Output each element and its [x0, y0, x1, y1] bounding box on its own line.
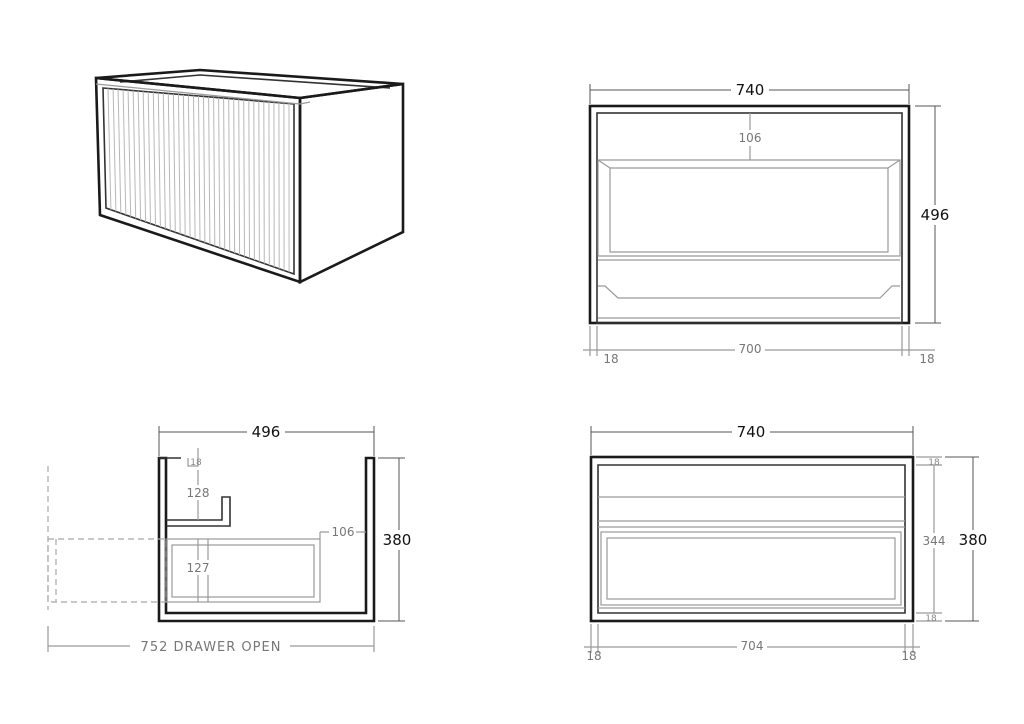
flute-line	[228, 98, 231, 252]
front-right-side-label: 18	[919, 352, 934, 366]
side-top-rail-label: 18	[190, 458, 202, 468]
flute-line	[142, 91, 147, 222]
front-inner-width-label: 700	[739, 342, 762, 356]
front-drawer-gap-label: 106	[739, 131, 762, 145]
flute-line	[243, 99, 245, 257]
flute-line	[248, 100, 250, 259]
flute-line	[218, 97, 221, 248]
plan-left-side-label: 18	[586, 649, 601, 663]
plan-inner-width-label: 704	[741, 639, 764, 653]
flute-line	[137, 90, 142, 221]
front-width-label: 740	[736, 81, 765, 99]
flute-line	[187, 95, 191, 238]
flute-line	[203, 96, 206, 243]
flute-line	[182, 94, 186, 236]
flute-line	[147, 91, 151, 224]
flute-line	[223, 98, 226, 250]
flute-line	[258, 101, 260, 262]
flute-line	[198, 95, 201, 242]
front-view: 740 106 496 700 18 18	[583, 80, 952, 366]
flute-line	[107, 88, 112, 210]
flute-line	[263, 101, 265, 264]
flute-line	[167, 93, 171, 231]
flute-line	[162, 93, 166, 229]
flute-line	[208, 96, 211, 245]
side-drawer-open-label: 752 DRAWER OPEN	[141, 640, 282, 655]
flute-line	[127, 90, 132, 217]
flute-line	[213, 97, 216, 247]
flute-line	[152, 92, 156, 226]
plan-view: 740 18 18 344 380 704 18 18	[584, 422, 991, 663]
isometric-view	[94, 68, 405, 285]
side-view: 496 18 128 127 106 380 752 DRAWER OPEN	[47, 422, 417, 655]
plan-width-label: 740	[737, 423, 766, 441]
plan-inner-height-label: 344	[923, 534, 946, 548]
side-upper-drawer-label: 128	[187, 486, 210, 500]
plan-bottom-panel-label: 18	[925, 614, 937, 624]
flute-line	[253, 100, 255, 261]
plan-top-panel-label: 18	[928, 458, 940, 468]
side-rail-offset-label: 106	[332, 525, 355, 539]
flute-line	[172, 93, 176, 233]
side-height-label: 380	[383, 531, 412, 549]
plan-height-label: 380	[959, 531, 988, 549]
flute-line	[233, 98, 236, 254]
plan-right-side-label: 18	[901, 649, 916, 663]
flute-line	[132, 90, 137, 219]
flute-line	[117, 89, 122, 214]
flute-line	[193, 95, 196, 240]
flute-line	[122, 89, 127, 215]
side-lower-drawer-label: 127	[187, 561, 210, 575]
flute-line	[177, 94, 181, 235]
front-height-label: 496	[921, 206, 950, 224]
flute-line	[238, 99, 241, 255]
front-left-side-label: 18	[603, 352, 618, 366]
flute-line	[157, 92, 161, 228]
side-depth-label: 496	[252, 423, 281, 441]
fluted-drawer-front	[107, 88, 290, 273]
flute-line	[112, 88, 117, 212]
